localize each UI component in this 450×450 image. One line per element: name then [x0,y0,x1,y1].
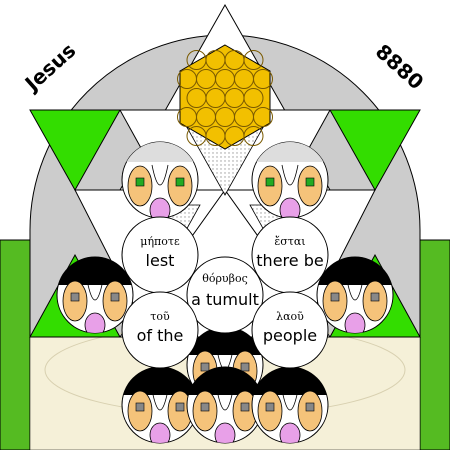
corner-label-right: 8880 [371,39,428,94]
word-circle-there-be: ἔσται there be [251,216,329,294]
word-circle-of-the: τοῦ of the [121,291,199,369]
honeycomb-hexagon-icon [177,44,273,150]
word-circle-a-tumult: θόρυβος a tumult [186,256,264,334]
right-pillar [419,239,450,450]
greek-word: θόρυβος [202,272,248,285]
star-point-right-top [329,109,421,192]
english-word: lest [146,251,175,270]
star-point-left-top [29,109,121,192]
english-word: people [263,326,317,345]
word-circle-lest: μήποτε lest [121,216,199,294]
face-medallion-icon [121,141,199,219]
left-pillar [0,239,31,450]
english-word: of the [137,326,184,345]
greek-word: μήποτε [140,235,180,248]
word-circle-people: λαοῦ people [251,291,329,369]
english-word: there be [256,251,323,270]
greek-word: ἔσται [274,235,305,248]
english-word: a tumult [191,290,259,309]
face-medallion-icon [251,141,329,219]
corner-label-left: Jesus [19,38,80,97]
greek-word: λαοῦ [276,310,304,323]
greek-word: τοῦ [150,310,170,323]
